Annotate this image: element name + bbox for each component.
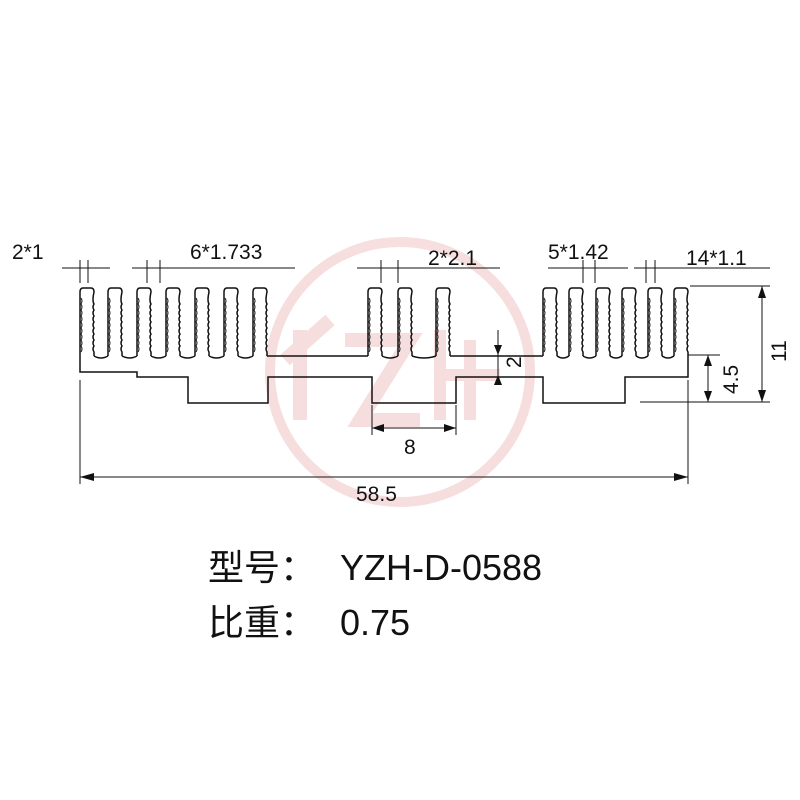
weight-label: 比重： — [208, 602, 316, 643]
watermark-seal — [265, 237, 535, 507]
fin-texture-2 — [137, 297, 140, 353]
fin-texture-15 — [674, 297, 677, 353]
fin-texture-11 — [569, 297, 572, 353]
fin-texture-7 — [368, 297, 371, 353]
fin-texture-3 — [166, 297, 169, 353]
fin-gap-0-5 — [237, 355, 254, 359]
fin-texture-8 — [398, 297, 401, 353]
fin-gap-2-4 — [661, 355, 675, 359]
dim-fin-right-group: 5*1.42 — [548, 241, 609, 264]
fin-0 — [79, 287, 95, 356]
fin-texture-0 — [80, 297, 83, 353]
dim-total-height: 11 — [768, 340, 791, 362]
fin-texture-12 — [596, 297, 599, 353]
fin-texture-4 — [195, 297, 198, 353]
fin-10 — [542, 287, 558, 356]
fin-texture-1 — [108, 297, 111, 353]
model-value: YZH-D-0588 — [340, 547, 542, 588]
fin-gap-2-3 — [635, 355, 649, 359]
fin-gap-0-3 — [179, 355, 196, 359]
fin-12 — [595, 287, 611, 356]
fin-3 — [165, 287, 181, 356]
dim-fin-right-end: 14*1.1 — [686, 247, 747, 270]
fin-11 — [568, 287, 584, 356]
fin-gap-0-4 — [208, 355, 225, 359]
fin-gap-2-0 — [556, 355, 570, 359]
dim-fin-middle: 2*2.1 — [428, 247, 477, 270]
fin-gap-1-0 — [381, 355, 399, 359]
model-label: 型号： — [208, 547, 316, 588]
fin-texture-10 — [543, 297, 546, 353]
fin-texture-6 — [253, 297, 256, 353]
dimension-lines — [62, 260, 770, 484]
fin-7 — [367, 287, 383, 356]
fin-gap-1-1 — [411, 355, 437, 359]
fin-13 — [621, 287, 637, 356]
fin-gap-2-1 — [582, 355, 597, 359]
fin-5 — [223, 287, 239, 356]
heatsink-outline — [79, 287, 689, 404]
fin-9 — [435, 287, 451, 356]
heatsink-base — [79, 355, 689, 404]
fin-gap-0-1 — [121, 355, 138, 359]
fin-15 — [673, 287, 689, 356]
dim-base-thickness: 2 — [503, 356, 526, 368]
fin-1 — [107, 287, 123, 356]
fin-texture-9 — [436, 297, 439, 353]
fin-texture-5 — [224, 297, 227, 353]
weight-value: 0.75 — [340, 602, 410, 643]
dim-fin-left-end: 2*1 — [12, 241, 44, 264]
dim-fin-left-group: 6*1.733 — [190, 241, 262, 264]
fin-gap-0-0 — [93, 355, 109, 359]
fin-gap-2-2 — [609, 355, 623, 359]
fin-8 — [397, 287, 413, 356]
dim-slot-width: 8 — [404, 436, 416, 459]
fin-6 — [252, 287, 268, 356]
fin-14 — [647, 287, 663, 356]
fin-texture-14 — [648, 297, 651, 353]
dim-step-height: 4.5 — [720, 365, 743, 394]
fin-4 — [194, 287, 210, 356]
model-line: 型号： YZH-D-0588 — [208, 547, 542, 588]
fin-gap-0-2 — [150, 355, 167, 359]
weight-line: 比重： 0.75 — [208, 602, 410, 643]
dim-total-width: 58.5 — [356, 483, 397, 506]
fin-2 — [136, 287, 152, 356]
fin-texture-13 — [622, 297, 625, 353]
